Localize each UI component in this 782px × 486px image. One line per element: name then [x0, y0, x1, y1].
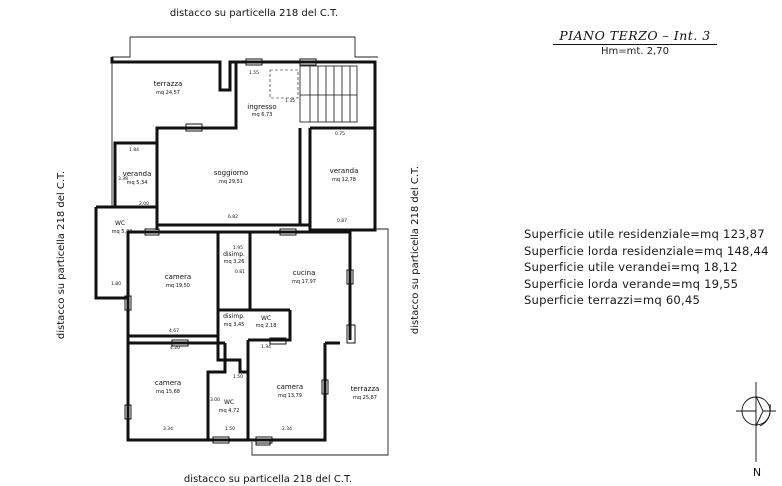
dimension-label: 1.50 [233, 374, 243, 380]
dimension-label: 0.81 [235, 269, 245, 275]
summary-line: Superficie utile residenziale=mq 123,87 [524, 227, 765, 241]
surface-summary: Superficie utile residenziale=mq 123,87 … [524, 226, 769, 309]
dimension-label: 0.87 [337, 218, 347, 224]
summary-line: Superficie lorda residenziale=mq 148,44 [524, 243, 769, 258]
openings [124, 58, 356, 446]
boundary-label-right: distacco su particella 218 del C.T. [410, 166, 421, 334]
north-icon: N [753, 466, 761, 479]
room-area: mq 25,87 [353, 395, 377, 401]
room-name: terrazza [154, 80, 183, 88]
room-area: mq 15,68 [156, 389, 180, 395]
dimension-label: 0.75 [335, 131, 345, 137]
room-area: mq 6,73 [252, 112, 273, 118]
floor-title: PIANO TERZO – Int. 3 [553, 28, 717, 45]
room-labels: terrazza mq 24,57 ingresso mq 6,73 veran… [112, 80, 380, 414]
dimension-label: 3.00 [210, 397, 220, 403]
dimension-label: 1.50 [225, 426, 235, 432]
room-name: camera [165, 273, 191, 281]
room-area: mq 29,51 [219, 179, 243, 185]
dimension-label: 2.34 [282, 426, 292, 432]
summary-line: Superficie lorda verande=mq 19,55 [524, 276, 739, 291]
room-name: camera [277, 383, 303, 391]
dimension-label: 2.00 [139, 201, 149, 207]
dimension-label: 3.38 [118, 176, 128, 182]
room-name: disimp. [223, 251, 245, 258]
room-area: mq 3,26 [224, 259, 245, 265]
room-name: WC [224, 399, 234, 406]
room-area: mq 2,18 [256, 323, 277, 329]
summary-line: Superficie terrazzi=mq 60,45 [524, 293, 701, 308]
room-name: WC [261, 315, 271, 322]
room-area: mq 4,72 [219, 408, 240, 414]
room-area: mq 24,57 [156, 90, 180, 96]
room-area: mq 5,20 [112, 229, 133, 235]
room-name: cucina [293, 269, 316, 277]
boundary-label-left: distacco su particella 218 del C.T. [56, 171, 67, 339]
boundary-label-bottom: distacco su particella 218 del C.T. [184, 474, 352, 485]
dimension-label: 6.82 [228, 214, 238, 220]
room-area: mq 3,45 [224, 322, 245, 328]
dimension-label: 4.67 [169, 328, 179, 334]
dimension-label: 1.34 [261, 344, 271, 350]
room-area: mq 12,78 [332, 177, 356, 183]
dimension-label: 1.80 [111, 281, 121, 287]
walls [94, 57, 377, 442]
dimension-label: 1.95 [233, 245, 243, 251]
room-area: mq 17,97 [292, 279, 316, 285]
boundary-label-top: distacco su particella 218 del C.T. [170, 8, 338, 19]
room-name: WC [115, 220, 125, 227]
room-name: ingresso [247, 103, 276, 111]
dimension-label: 4.20 [170, 345, 180, 351]
terrace-outlines [111, 36, 389, 456]
dimension-label: 1.84 [129, 147, 139, 153]
dimension-label: 3.34 [163, 426, 173, 432]
dimension-label: 1.35 [285, 98, 295, 104]
room-name: veranda [330, 167, 359, 175]
ceiling-height: Hm=mt. 2,70 [601, 46, 669, 57]
room-name: veranda [123, 170, 152, 178]
room-name: soggiorno [214, 169, 249, 177]
room-area: mq 19,50 [166, 283, 190, 289]
summary-line: Superficie utile verandei=mq 18,12 [524, 260, 738, 275]
sheet-title: PIANO TERZO – Int. 3 Hm=mt. 2,70 [540, 27, 730, 57]
room-name: disimp. [223, 313, 245, 320]
room-name: camera [155, 379, 181, 387]
room-area: mq 5,34 [127, 180, 148, 186]
staircase [299, 65, 358, 123]
north-label: N [753, 466, 761, 479]
dimension-labels: 1.55 1.35 0.75 1.84 0.87 6.82 4.67 4.20 … [111, 70, 347, 432]
room-name: terrazza [351, 385, 380, 393]
dimension-label: 1.55 [249, 70, 259, 76]
north-arrow [736, 382, 776, 462]
room-area: mq 13,79 [278, 393, 302, 399]
